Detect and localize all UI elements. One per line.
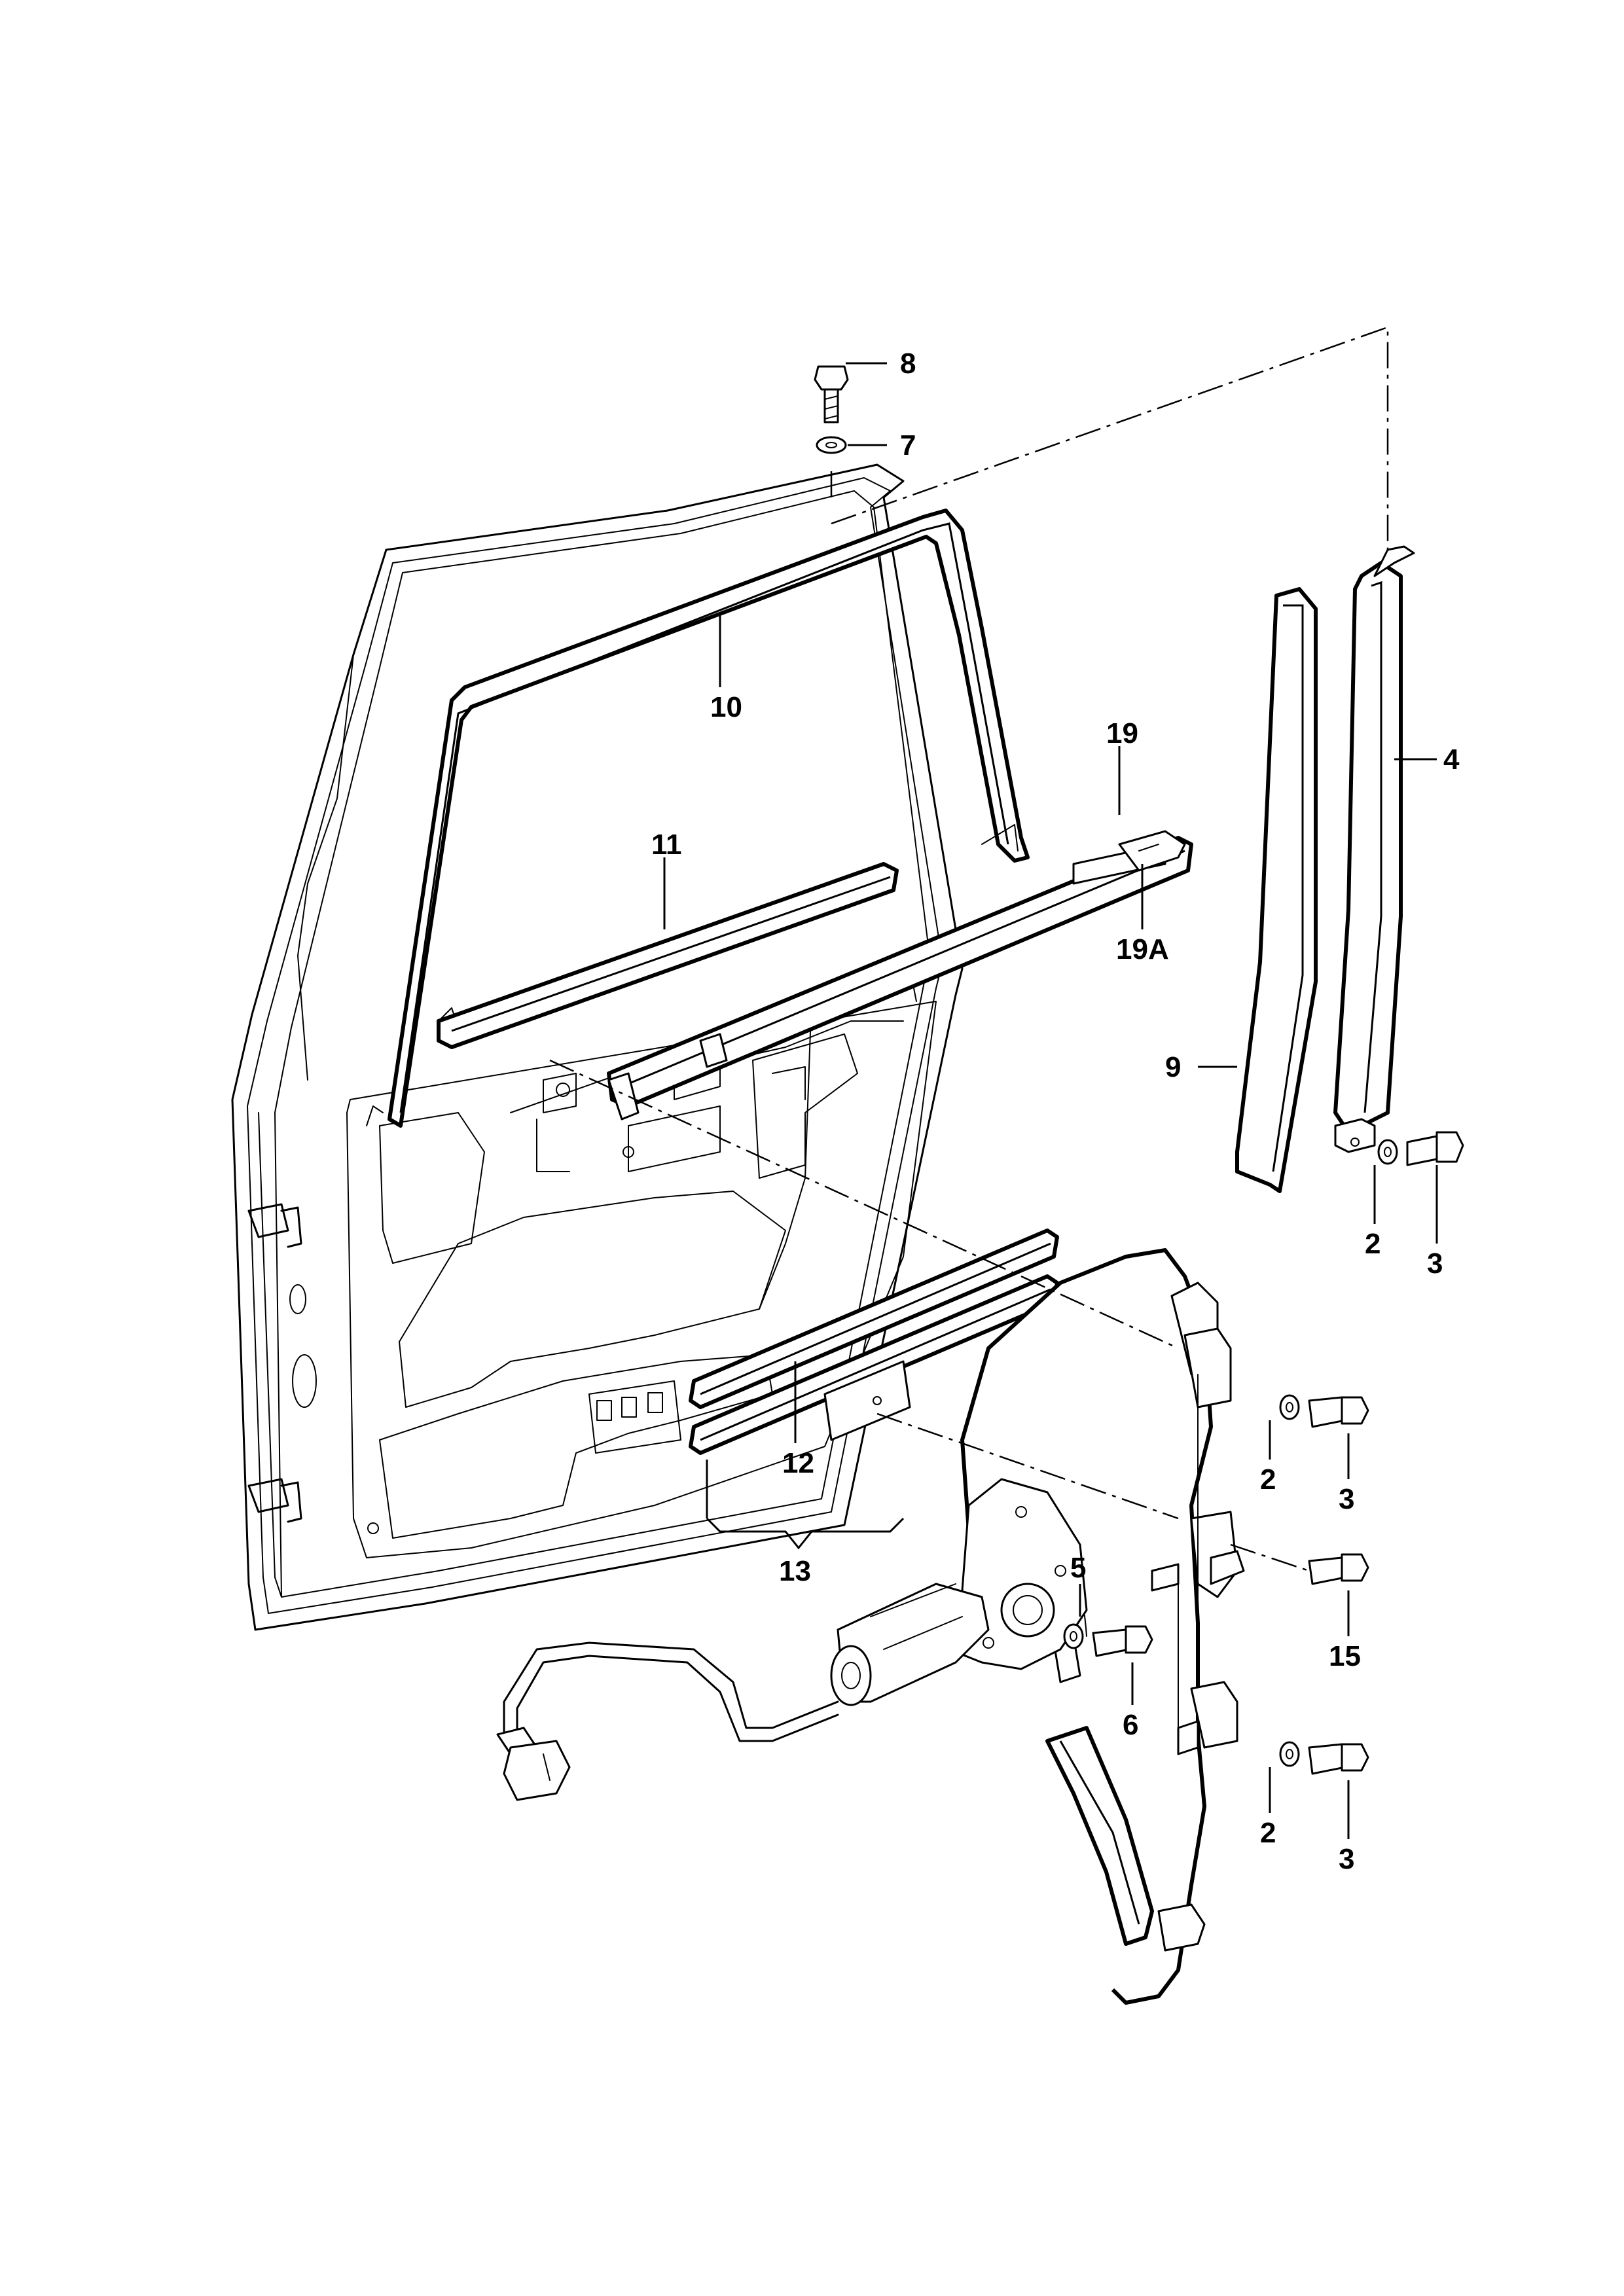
lower-glass-channel-12 bbox=[689, 1229, 1059, 1409]
leader-lines bbox=[663, 362, 1438, 1839]
bolt-3-middle bbox=[1308, 1396, 1369, 1428]
callout-9: 9 bbox=[1165, 1051, 1181, 1083]
door-shell bbox=[231, 463, 964, 1631]
washer-2-bottom bbox=[1279, 1741, 1300, 1767]
belt-seal-clip-19a bbox=[1118, 830, 1186, 872]
callout-19a: 19A bbox=[1116, 933, 1169, 965]
window-regulator-assembly bbox=[960, 1248, 1245, 2005]
motor-wiring-harness bbox=[496, 1641, 839, 1801]
callout-19: 19 bbox=[1106, 717, 1138, 749]
washer-2-top bbox=[1377, 1139, 1398, 1165]
bolt-3-top bbox=[1406, 1131, 1464, 1166]
assembly-lines bbox=[549, 326, 1389, 1572]
callout-12: 12 bbox=[782, 1447, 814, 1479]
callout-3-top: 3 bbox=[1427, 1247, 1443, 1280]
glass-run-channel-9 bbox=[1235, 587, 1318, 1193]
callout-11: 11 bbox=[651, 829, 682, 861]
callout-10: 10 bbox=[710, 691, 742, 723]
callout-6: 6 bbox=[1123, 1709, 1138, 1741]
washer-2-middle bbox=[1279, 1394, 1300, 1420]
callout-4: 4 bbox=[1443, 744, 1460, 776]
callout-2-top: 2 bbox=[1365, 1228, 1380, 1260]
washer-5 bbox=[1063, 1623, 1084, 1649]
callout-2-bottom: 2 bbox=[1260, 1817, 1276, 1849]
division-bar-channel-4 bbox=[1333, 545, 1415, 1153]
regulator-motor bbox=[830, 1478, 1088, 1706]
callout-3-bottom: 3 bbox=[1339, 1843, 1354, 1875]
washer-7 bbox=[816, 436, 847, 454]
bolt-6 bbox=[1092, 1625, 1153, 1657]
bolt-3-bottom bbox=[1308, 1743, 1369, 1775]
callout-15: 15 bbox=[1329, 1640, 1361, 1672]
callout-labels: 8 7 10 19 4 11 19A 9 2 3 12 13 2 3 5 15 … bbox=[651, 348, 1460, 1875]
callout-8: 8 bbox=[900, 348, 916, 380]
callout-5: 5 bbox=[1070, 1552, 1086, 1584]
bolt-15 bbox=[1308, 1553, 1369, 1585]
bolt-8 bbox=[814, 365, 849, 423]
callout-7: 7 bbox=[900, 429, 916, 461]
inner-belt-weatherstrip-11 bbox=[437, 862, 899, 1049]
callout-3-middle: 3 bbox=[1339, 1483, 1354, 1515]
outer-belt-weatherstrip-19 bbox=[607, 836, 1193, 1121]
callout-2-middle: 2 bbox=[1260, 1463, 1276, 1496]
callout-13: 13 bbox=[779, 1555, 811, 1587]
